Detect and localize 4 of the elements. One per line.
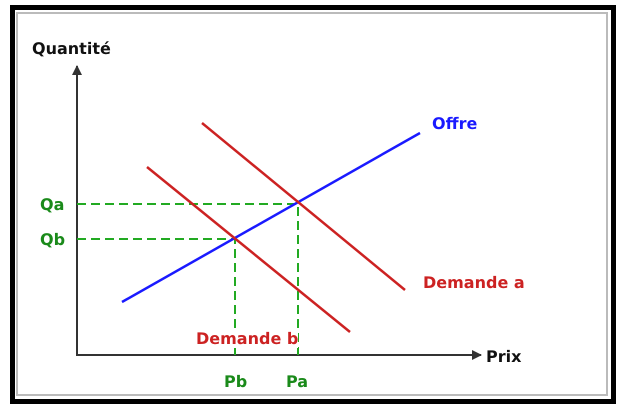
axis-tick-label: Qa [40, 196, 64, 214]
axis-tick-label: Qb [40, 231, 66, 249]
axis-title: Quantité [32, 40, 111, 58]
curve-label: Demande b [196, 330, 298, 348]
